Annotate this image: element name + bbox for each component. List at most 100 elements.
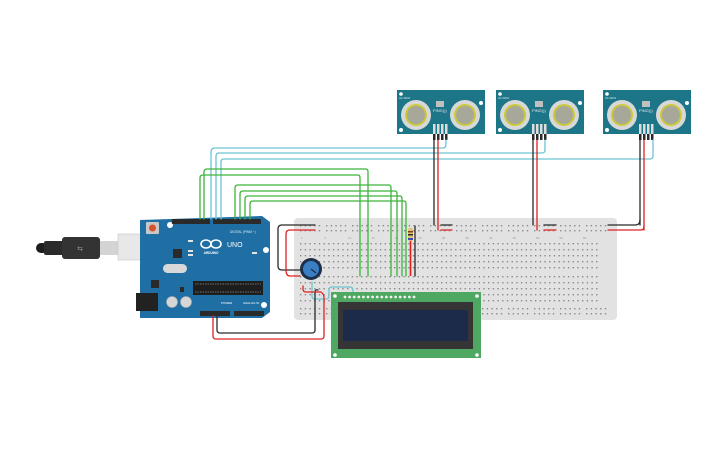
sensor-pin (544, 124, 547, 134)
regulator (151, 280, 159, 288)
wire-lcd-d[interactable] (239, 190, 398, 277)
breadboard-hole (422, 267, 424, 269)
breadboard-hole (535, 267, 537, 269)
breadboard-hole (520, 255, 523, 257)
arduino-uno[interactable]: ⇆ DIGITAL (PWM ~) UNO ARDUINO (36, 216, 270, 318)
breadboard-hole (356, 267, 358, 269)
breadboard-hole (530, 267, 532, 269)
breadboard-hole (486, 225, 489, 227)
breadboard-hole (375, 243, 377, 245)
breadboard-hole (582, 288, 584, 290)
breadboard-hole (590, 230, 593, 232)
breadboard-hole (335, 225, 337, 227)
breadboard-hole (413, 230, 415, 232)
breadboard-hole (370, 288, 372, 290)
breadboard-hole (455, 255, 457, 257)
breadboard-hole (549, 249, 551, 251)
breadboard-hole (569, 225, 571, 227)
breadboard-hole (563, 261, 565, 263)
digital-label: DIGITAL (PWM ~) (230, 230, 256, 234)
breadboard-hole (591, 300, 593, 302)
breadboard-hole (539, 255, 542, 257)
ultrasonic-sensor-3[interactable]: PING)))HC-SR04 (603, 90, 691, 140)
breadboard-hole (389, 282, 391, 284)
pot-knob-indicator (310, 268, 317, 274)
breadboard-hole (330, 230, 333, 232)
lcd-16x2[interactable] (331, 292, 481, 358)
breadboard-hole (553, 288, 556, 290)
breadboard-hole (516, 294, 518, 296)
ultrasonic-sensor-2[interactable]: PING)))HC-SR04 (496, 90, 584, 140)
breadboard-hole (522, 230, 524, 232)
breadboard-hole (436, 255, 438, 257)
breadboard-hole (436, 249, 438, 251)
breadboard-hole (326, 230, 328, 232)
breadboard-hole (516, 300, 518, 302)
breadboard-hole (482, 313, 484, 315)
column-number: 10 (348, 236, 352, 240)
breadboard-hole (512, 313, 515, 315)
power-header (200, 311, 230, 316)
breadboard-hole (491, 308, 493, 310)
breadboard-hole (539, 300, 542, 302)
breadboard-hole (347, 282, 349, 284)
wire-arduino-gnd[interactable] (216, 289, 319, 334)
breadboard-hole (384, 249, 386, 251)
wire-lcd-d[interactable] (234, 184, 392, 277)
breadboard-hole (300, 249, 302, 251)
wire-pot-vcc[interactable] (285, 229, 316, 277)
breadboard-hole (361, 255, 363, 257)
breadboard-hole (464, 267, 466, 269)
wire-pot-wiper[interactable] (311, 281, 354, 300)
wire-lcd-d[interactable] (199, 174, 361, 277)
breadboard-hole (375, 276, 377, 278)
breadboard-hole (412, 255, 415, 257)
breadboard-hole (497, 249, 499, 251)
breadboard-hole (460, 230, 463, 232)
breadboard-hole (365, 249, 368, 251)
breadboard-hole (511, 243, 513, 245)
breadboard-hole (497, 267, 499, 269)
breadboard-hole (455, 267, 457, 269)
breadboard-hole (567, 288, 570, 290)
wire-sensor2-signal[interactable] (215, 139, 546, 220)
wire-lcd-d[interactable] (249, 200, 407, 277)
breadboard-hole (389, 267, 391, 269)
wire-rail[interactable] (607, 219, 641, 226)
breadboard-hole (577, 261, 579, 263)
wire-sensor1-signal[interactable] (210, 139, 447, 220)
breadboard-hole (595, 225, 597, 227)
wire-lcd-d[interactable] (244, 195, 403, 277)
breadboard-hole (478, 282, 480, 284)
breadboard-hole (535, 300, 537, 302)
breadboard-hole (567, 255, 570, 257)
potentiometer[interactable] (300, 258, 322, 280)
wire-lcd-d[interactable] (203, 168, 369, 277)
breadboard-hole (473, 243, 476, 245)
breadboard-hole (430, 225, 432, 227)
breadboard-hole (577, 249, 579, 251)
breadboard-hole (516, 261, 518, 263)
breadboard-hole (483, 267, 485, 269)
breadboard-hole (408, 225, 411, 227)
wire-pot-gnd[interactable] (277, 224, 316, 271)
wire-rail[interactable] (607, 225, 645, 231)
breadboard-hole (394, 249, 396, 251)
resistor[interactable] (408, 228, 413, 276)
breadboard-hole (552, 225, 555, 227)
breadboard-hole (586, 267, 589, 269)
breadboard-hole (497, 294, 499, 296)
breadboard-hole (525, 261, 527, 263)
arduino-logo (200, 239, 222, 249)
breadboard-hole (304, 288, 307, 290)
wire-arduino-5v[interactable] (212, 285, 325, 340)
breadboard-hole (553, 243, 556, 245)
wire-sensor3-signal[interactable] (220, 139, 654, 220)
breadboard-hole (591, 282, 593, 284)
breadboard-hole (525, 243, 527, 245)
breadboard-hole (361, 243, 363, 245)
breadboard-hole (544, 294, 546, 296)
breadboard-hole (572, 249, 574, 251)
ultrasonic-sensor-1[interactable]: PING)))HC-SR04 (397, 90, 485, 140)
breadboard-hole (351, 261, 354, 263)
